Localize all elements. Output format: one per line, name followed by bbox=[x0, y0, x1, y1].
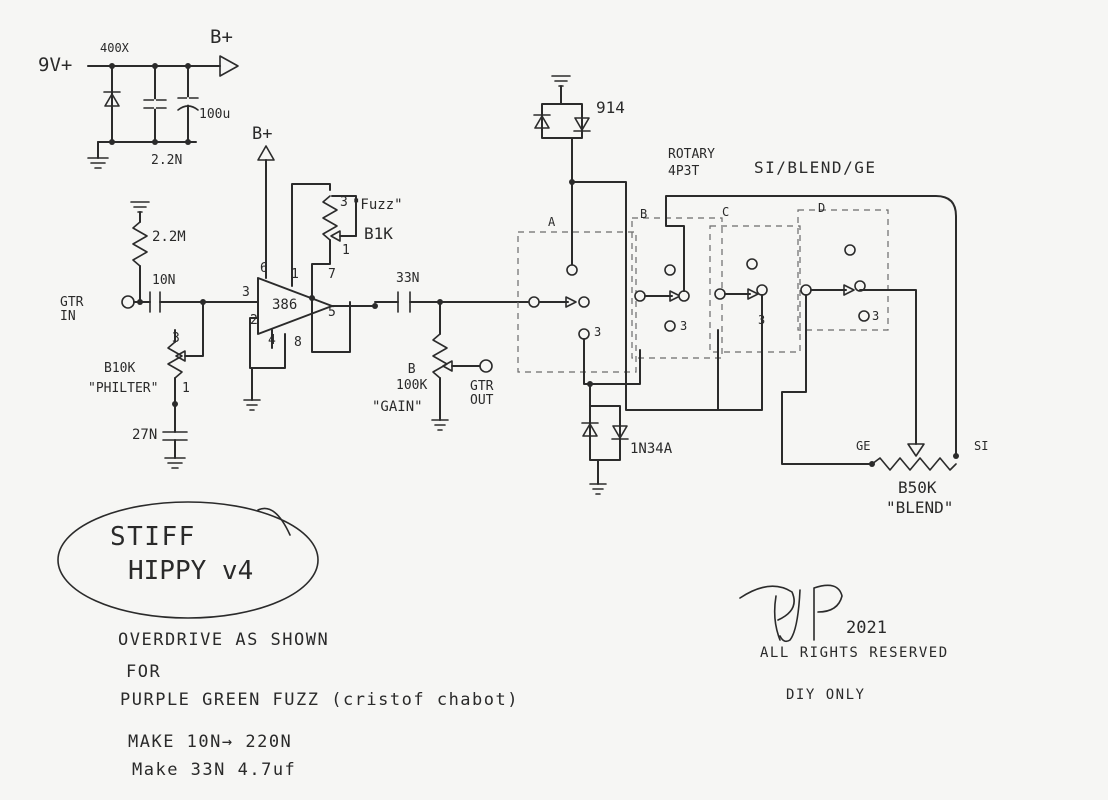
switch-pos-b-label: 3 bbox=[680, 319, 688, 333]
opamp-supply-label: B+ bbox=[252, 124, 273, 144]
top-diodes-label: 914 bbox=[596, 98, 625, 117]
supply-in-label: 9V+ bbox=[38, 54, 73, 76]
note-line-5: Make 33N 4.7uf bbox=[132, 760, 297, 780]
switch-type-label: ROTARY 4P3T bbox=[668, 147, 715, 179]
title-oval bbox=[57, 501, 319, 619]
gain-section bbox=[374, 291, 529, 431]
fuzz-pot-pin1-label: 1 bbox=[342, 243, 350, 258]
ge-label: GE bbox=[856, 439, 871, 453]
switch-pos-c-label: 3 bbox=[758, 313, 766, 327]
opamp-part-label: 386 bbox=[272, 297, 298, 313]
opamp-386 bbox=[243, 145, 378, 411]
fuzz-pot-name-label: "Fuzz" bbox=[352, 197, 403, 213]
usage-text: DIY ONLY bbox=[786, 687, 866, 703]
pin-6-label: 6 bbox=[260, 261, 268, 276]
pin-4-label: 4 bbox=[268, 333, 276, 348]
note-line-4: MAKE 10N→ 220N bbox=[128, 732, 293, 752]
philter-pot-pin3-label: 3 bbox=[172, 331, 180, 346]
note-line-1: OVERDRIVE AS SHOWN bbox=[118, 630, 330, 650]
fuzz-pot-value-label: B1K bbox=[364, 224, 393, 243]
fuzz-pot-pin3-label: 3 bbox=[340, 195, 348, 210]
switch-pos-d-label: 3 bbox=[872, 309, 880, 323]
philter-pot-pin1-label: 1 bbox=[182, 381, 190, 396]
pin-7-label: 7 bbox=[328, 267, 336, 282]
pin-5-label: 5 bbox=[328, 305, 336, 320]
blend-pot-name-label: "BLEND" bbox=[886, 498, 954, 517]
pin-1-label: 1 bbox=[291, 267, 299, 282]
deck-c-label: C bbox=[722, 205, 730, 219]
signature-year: 2021 bbox=[846, 618, 887, 638]
deck-a-label: A bbox=[548, 215, 556, 229]
power-supply bbox=[87, 55, 239, 169]
note-line-2: FOR bbox=[126, 662, 162, 682]
rights-text: ALL RIGHTS RESERVED bbox=[760, 645, 949, 661]
philter-pot-name-label: "PHILTER" bbox=[88, 381, 159, 396]
switch-pos-a-label: 3 bbox=[594, 325, 602, 339]
bias-resistor-label: 2.2M bbox=[152, 229, 186, 245]
ge-diodes-label: 1N34A bbox=[630, 441, 673, 457]
input-section bbox=[121, 201, 259, 469]
bulk-cap-label: 100u bbox=[199, 107, 231, 122]
pin-2-label: 2 bbox=[250, 313, 258, 328]
pin-3-label: 3 bbox=[242, 285, 250, 300]
blend-pot-value-label: B50K bbox=[898, 478, 937, 497]
oval-tail bbox=[257, 507, 291, 536]
filter-cap-label: 2.2N bbox=[151, 153, 183, 168]
si-label: SI bbox=[974, 439, 989, 453]
output-cap-label: 33N bbox=[396, 271, 420, 286]
title-line-2: HIPPY v4 bbox=[128, 556, 254, 586]
title-line-1: STIFF bbox=[110, 522, 196, 552]
switch-function-label: SI/BLEND/GE bbox=[754, 158, 877, 177]
pin-8-label: 8 bbox=[294, 335, 302, 350]
philter-pot-value-label: B10K bbox=[104, 361, 136, 376]
input-cap-label: 10N bbox=[152, 273, 176, 288]
gain-pot-value-label: B 100K bbox=[396, 362, 428, 393]
supply-out-label: B+ bbox=[210, 26, 233, 48]
diode-part-label: 400X bbox=[100, 41, 129, 55]
guitar-out-label: GTR OUT bbox=[470, 379, 494, 408]
rotary-switch bbox=[517, 75, 959, 495]
note-line-3: PURPLE GREEN FUZZ (cristof chabot) bbox=[120, 690, 519, 710]
gain-pot-name-label: "GAIN" bbox=[372, 399, 423, 415]
signature-mark bbox=[739, 584, 843, 643]
deck-b-label: B bbox=[640, 207, 648, 221]
guitar-in-label: GTR IN bbox=[60, 295, 84, 324]
philter-cap-label: 27N bbox=[132, 427, 158, 443]
deck-d-label: D bbox=[818, 201, 826, 215]
